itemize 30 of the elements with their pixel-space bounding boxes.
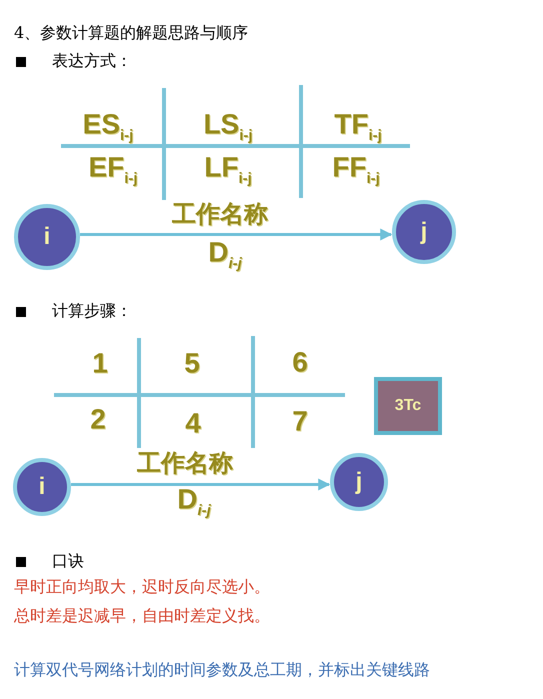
grid-cell-text: 1 — [92, 348, 108, 380]
duration-label: D$_{i-j}$ — [177, 484, 211, 520]
grid-cell-text: LS$_{i-j}$ — [203, 109, 253, 145]
grid-cell-text: FF$_{i-j}$ — [332, 152, 380, 188]
arrow — [71, 478, 330, 490]
section-heading: 口诀 — [52, 552, 84, 570]
event-circle: j — [392, 200, 456, 264]
grid-cell-text: 5 — [184, 348, 200, 380]
event-circle: i — [14, 204, 80, 270]
title: 4、参数计算题的解题思路与顺序 — [14, 24, 248, 42]
task-text: 计算双代号网络计划的时间参数及总工期，并标出关键线路 — [14, 661, 430, 679]
value-box: 3Tc — [374, 377, 442, 435]
grid-cell-text: 6 — [292, 348, 308, 378]
mnemonic-line: 总时差是迟减早，自由时差定义找。 — [14, 607, 270, 625]
duration-label: D$_{i-j}$ — [208, 237, 242, 273]
grid-cell-text: ES$_{i-j}$ — [82, 109, 134, 145]
grid-cell-text: TF$_{i-j}$ — [334, 109, 382, 145]
grid-cell-text: 7 — [292, 406, 308, 438]
section-heading: 计算步骤： — [52, 302, 132, 320]
mnemonic-line: 早时正向均取大，迟时反向尽选小。 — [14, 578, 270, 596]
grid-cell-text: EF$_{i-j}$ — [88, 152, 138, 188]
section-heading: 表达方式： — [52, 52, 132, 70]
event-circle: i — [13, 458, 71, 516]
edge-label: 工作名称 — [172, 199, 268, 230]
grid-cell-text: LF$_{i-j}$ — [204, 152, 252, 188]
edge-label: 工作名称 — [137, 448, 233, 479]
arrow — [80, 228, 392, 240]
event-circle: j — [330, 453, 388, 511]
grid-cell-text: 2 — [90, 404, 106, 436]
grid-cell-text: 4 — [185, 408, 201, 440]
